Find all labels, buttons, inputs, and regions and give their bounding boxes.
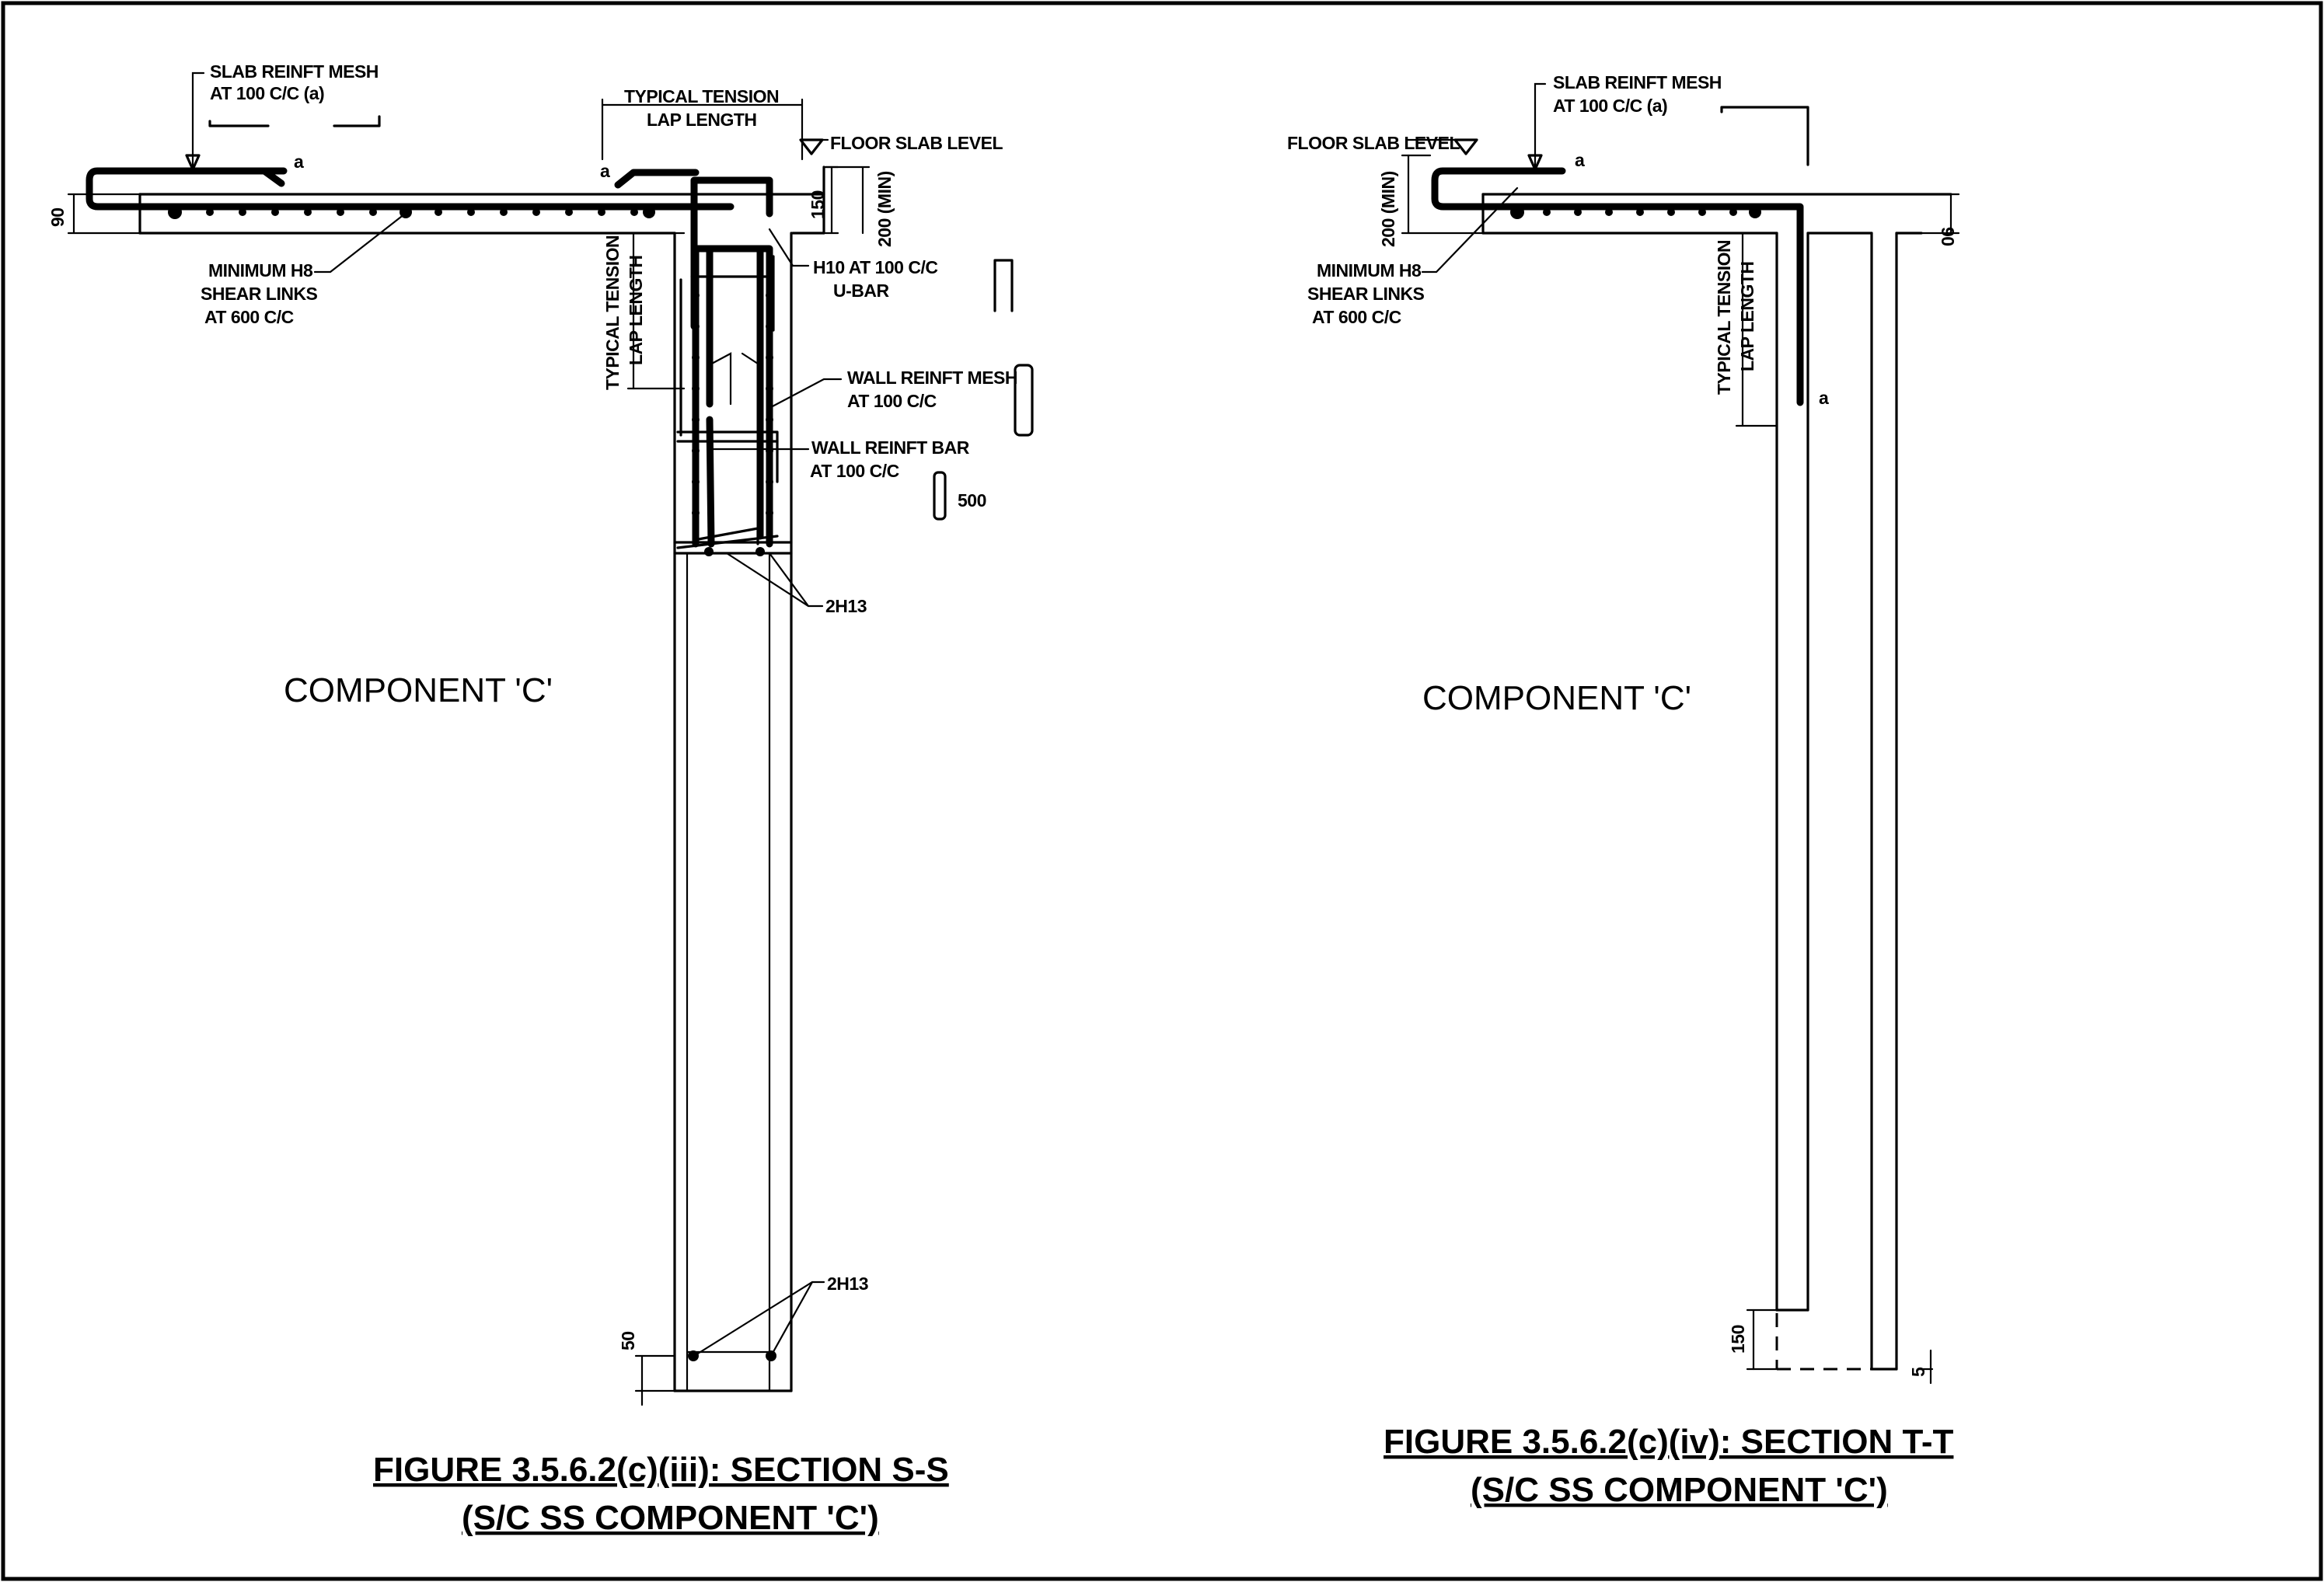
label-bar-mark-a-right: a: [600, 161, 610, 181]
legend-wall-mesh: [1014, 364, 1034, 437]
label-dim-500: 500: [958, 490, 986, 510]
label-lap-top-1: TYPICAL TENSION: [624, 86, 779, 106]
label-lap-side-1-right: TYPICAL TENSION: [1714, 240, 1734, 395]
wall-outline-right: [1775, 232, 1898, 1371]
dim-90-right: [1895, 193, 1960, 235]
label-shear-1-right: MINIMUM H8: [1317, 260, 1422, 281]
caption-left-2: (S/C SS COMPONENT 'C'): [462, 1499, 879, 1537]
dim-150-200: [824, 166, 871, 235]
label-lap-side-1: TYPICAL TENSION: [602, 235, 623, 390]
dim-200-right: [1401, 154, 1485, 235]
u-bar-cage: [676, 176, 779, 556]
leader-shear-links: [313, 210, 410, 274]
dim-lap-side-right: [1735, 232, 1778, 427]
label-lap-side-2-right: LAP LENGTH: [1737, 261, 1757, 371]
label-wall-bar-1: WALL REINFT BAR: [811, 437, 970, 458]
dim-lap-top: [601, 98, 804, 161]
label-wall-bar-2: AT 100 C/C: [810, 461, 899, 481]
label-dim-90: 90: [47, 207, 68, 227]
label-dim-50: 50: [618, 1331, 638, 1350]
label-slab-mesh-1: SLAB REINFT MESH: [210, 61, 379, 82]
label-shear-3-right: AT 600 C/C: [1312, 307, 1401, 327]
label-wall-mesh-2: AT 100 C/C: [847, 391, 937, 411]
caption-right-2: (S/C SS COMPONENT 'C'): [1471, 1471, 1888, 1509]
label-shear-1: MINIMUM H8: [208, 260, 313, 281]
label-dim-200min: 200 (MIN): [874, 171, 895, 247]
section-t-t: SLAB REINFT MESH AT 100 C/C (a) FLOOR SL…: [1287, 72, 1960, 1509]
label-shear-2-right: SHEAR LINKS: [1307, 284, 1425, 304]
leader-slab-mesh-right: [1534, 82, 1547, 169]
leader-slab-mesh: [191, 71, 205, 169]
dim-5: [1918, 1349, 1934, 1385]
label-dim-150: 150: [808, 190, 828, 219]
caption-left-1: FIGURE 3.5.6.2(c)(iii): SECTION S-S: [373, 1451, 949, 1489]
section-s-s: SLAB REINFT MESH AT 100 C/C (a) a a TYPI…: [47, 61, 1034, 1537]
legend-wall-bar: [933, 471, 947, 521]
slab-main-bar: [85, 167, 735, 211]
legend-u-bar: [993, 259, 1014, 312]
label-dim-90-right: 90: [1938, 227, 1958, 246]
label-shear-2: SHEAR LINKS: [201, 284, 318, 304]
label-bar-mark-a-right: a: [1575, 150, 1585, 170]
label-dim-150-right: 150: [1728, 1325, 1748, 1354]
slab-outline-right: [1481, 193, 1952, 235]
leader-u-bar: [768, 228, 810, 267]
leader-2h13-upper: [725, 552, 824, 608]
legend-slab-bar-right: [1720, 106, 1809, 166]
slab-main-bar-right: [1431, 167, 1804, 406]
label-component-left: COMPONENT 'C': [284, 671, 553, 709]
caption-right-1: FIGURE 3.5.6.2(c)(iv): SECTION T-T: [1384, 1423, 1954, 1461]
wall-outline: [673, 232, 793, 1392]
dim-lap-side: [626, 232, 686, 390]
label-lap-side-2: LAP LENGTH: [626, 255, 646, 365]
label-2h13-lower: 2H13: [827, 1274, 868, 1294]
label-lap-top-2: LAP LENGTH: [647, 110, 757, 130]
label-wall-mesh-1: WALL REINFT MESH: [847, 368, 1017, 388]
slab-bar-dots: [168, 205, 655, 219]
dim-150-bottom: [1746, 1308, 1778, 1371]
dim-90-left: [67, 193, 141, 235]
slab-bar-dots-right: [1510, 205, 1761, 219]
label-slab-mesh-1-right: SLAB REINFT MESH: [1553, 72, 1722, 92]
label-2h13-upper: 2H13: [825, 596, 867, 616]
leader-shear-links-right: [1421, 186, 1519, 274]
label-floor-slab-level-right: FLOOR SLAB LEVEL: [1287, 133, 1460, 153]
label-slab-mesh-2: AT 100 C/C (a): [210, 83, 324, 103]
label-bar-mark-a2-right: a: [1819, 388, 1829, 408]
label-bar-mark-a: a: [294, 152, 304, 172]
floor-level-triangle-right: [1453, 138, 1478, 155]
label-component-right: COMPONENT 'C': [1422, 679, 1691, 717]
slab-top-bar-left: [179, 167, 285, 187]
label-ubar-1: H10 AT 100 C/C: [813, 257, 937, 277]
label-dim-200min-right: 200 (MIN): [1378, 171, 1398, 247]
label-slab-mesh-2-right: AT 100 C/C (a): [1553, 96, 1667, 116]
legend-slab-bar: [208, 115, 381, 127]
slab-top-bar-right: [614, 169, 700, 189]
dim-50: [634, 1354, 676, 1406]
leader-wall-mesh: [768, 378, 843, 409]
label-ubar-2: U-BAR: [833, 281, 889, 301]
label-shear-3: AT 600 C/C: [204, 307, 294, 327]
leader-2h13-lower: [693, 1281, 825, 1357]
floor-level-triangle: [799, 138, 824, 155]
slab-outline: [138, 166, 825, 235]
label-floor-slab-level: FLOOR SLAB LEVEL: [830, 133, 1003, 153]
label-dim-5: 5: [1908, 1367, 1928, 1377]
